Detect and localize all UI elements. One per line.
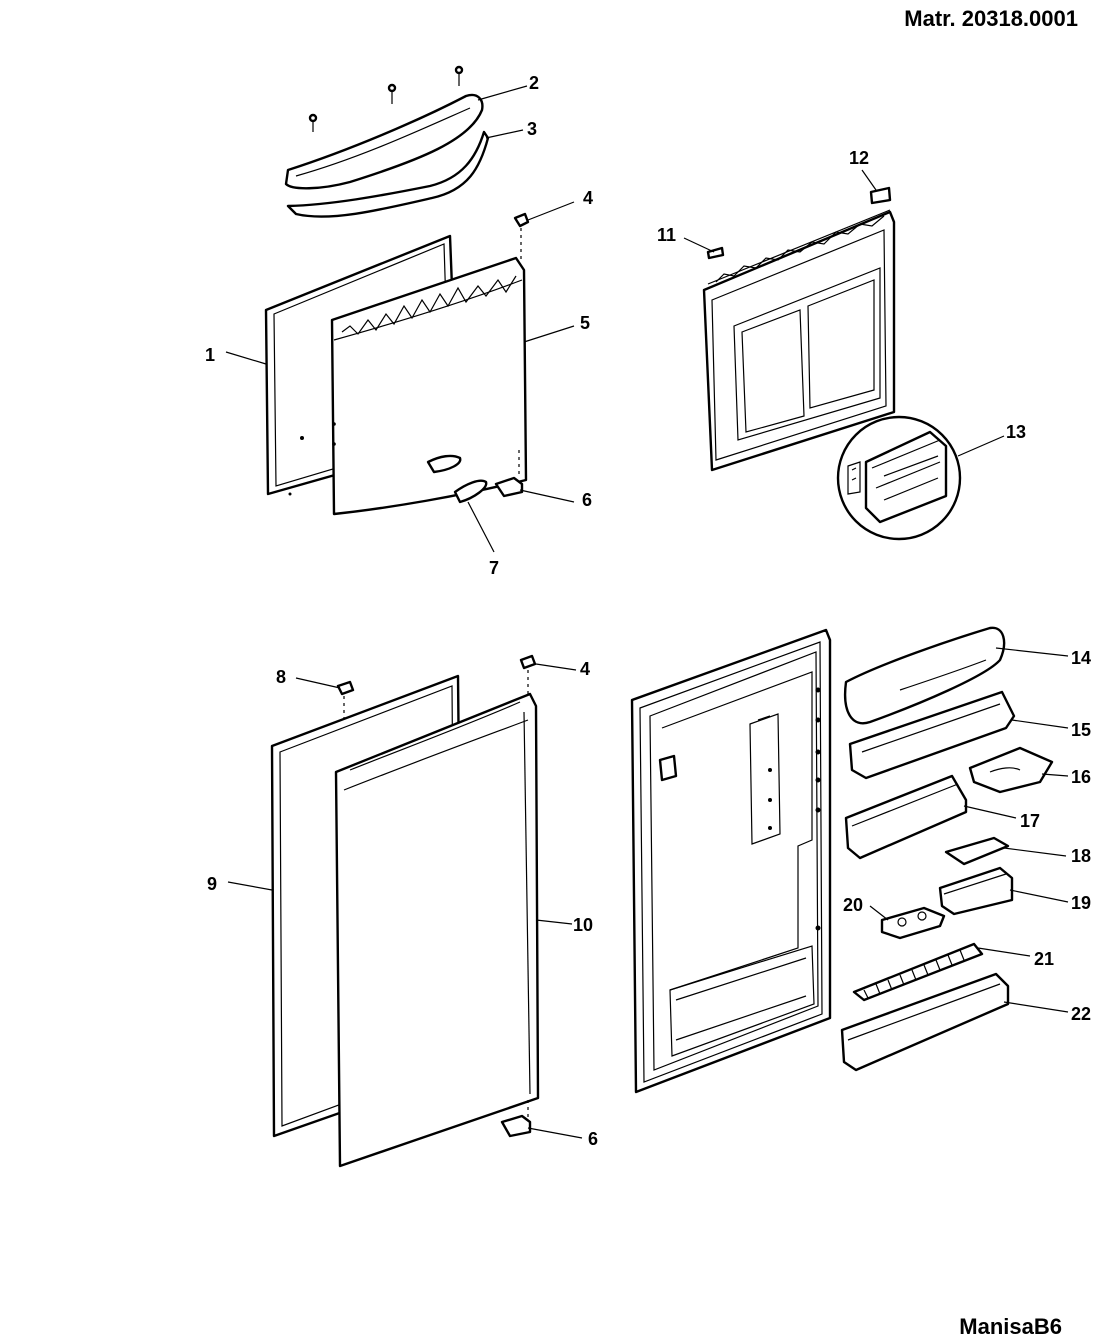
freezer-door-group — [264, 65, 530, 516]
callout-6-bottom: 6 — [588, 1129, 598, 1149]
part-13-detail-circle — [836, 415, 962, 541]
part-22-bottle-bin — [840, 972, 1010, 1072]
part-4-bushing-top — [513, 212, 530, 260]
part-21-bottle-retainer — [852, 942, 984, 1002]
callout-labels: 1 2 3 4 5 6 7 11 12 13 8 4 9 10 6 14 15 … — [205, 73, 1091, 1149]
part-6-hinge-top — [494, 476, 524, 498]
callout-21: 21 — [1034, 949, 1054, 969]
callout-20: 20 — [843, 895, 863, 915]
part-18-small-tray — [944, 836, 1010, 866]
model-name: ManisaB6 — [959, 1314, 1062, 1339]
callout-5: 5 — [580, 313, 590, 333]
callout-22: 22 — [1071, 1004, 1091, 1024]
callout-16: 16 — [1071, 767, 1091, 787]
callout-6-top: 6 — [582, 490, 592, 510]
callout-15: 15 — [1071, 720, 1091, 740]
accessories-group — [840, 626, 1054, 1072]
callout-7: 7 — [489, 558, 499, 578]
part-20-tray — [880, 906, 946, 940]
part-10-fridge-door-panel — [334, 692, 540, 1168]
callout-14: 14 — [1071, 648, 1091, 668]
callout-4-top: 4 — [583, 188, 593, 208]
callout-11: 11 — [657, 225, 676, 245]
callout-10: 10 — [573, 915, 593, 935]
part-14-shelf-lid — [843, 626, 1006, 725]
part-12-label — [869, 186, 892, 205]
callout-2: 2 — [529, 73, 539, 93]
part-5-freezer-door-panel — [330, 256, 528, 516]
callout-12: 12 — [849, 148, 869, 168]
callout-18: 18 — [1071, 846, 1091, 866]
callout-13: 13 — [1006, 422, 1026, 442]
part-17-door-bin — [844, 774, 968, 860]
part-6-hinge-bottom — [500, 1114, 532, 1138]
part-2-handle-trim — [284, 93, 484, 190]
callout-8: 8 — [276, 667, 286, 687]
callout-9: 9 — [207, 874, 217, 894]
leader-lines — [225, 85, 1069, 1139]
part-11-clip — [706, 246, 725, 260]
callout-19: 19 — [1071, 893, 1091, 913]
callout-1: 1 — [205, 345, 215, 365]
callout-17: 17 — [1020, 811, 1040, 831]
fridge-inner-door-group — [630, 628, 832, 1094]
callout-4-bottom: 4 — [580, 659, 590, 679]
part-4-bushing-bottom — [519, 654, 537, 694]
fridge-door-group — [270, 654, 540, 1168]
callout-3: 3 — [527, 119, 537, 139]
handle-screws — [308, 65, 464, 132]
freezer-inner-door-group — [702, 186, 962, 541]
part-16-egg-holder — [968, 746, 1054, 794]
part-19-small-box — [938, 866, 1014, 916]
part-7-handle-insert — [453, 479, 488, 504]
matr-number: Matr. 20318.0001 — [904, 6, 1078, 31]
